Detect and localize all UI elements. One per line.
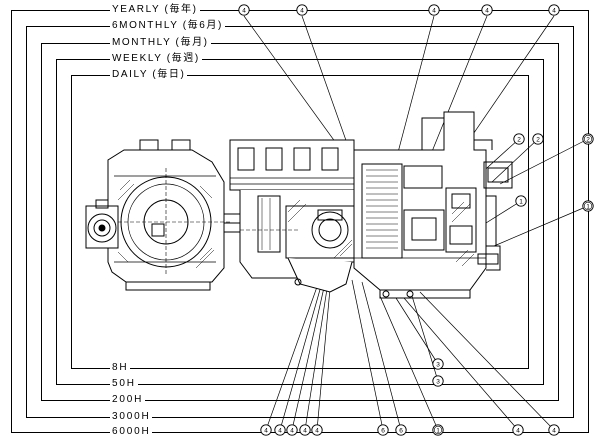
label-6000h: 6000H: [110, 426, 153, 437]
callout-number: 2: [517, 136, 521, 143]
callout-bottom-7: 1: [432, 424, 444, 436]
callout-number: 4: [516, 427, 520, 434]
callout-number: 6: [381, 427, 385, 434]
callout-bottom-2: 4: [286, 424, 298, 436]
callout-number: 4: [432, 7, 436, 14]
callout-number: 4: [303, 427, 307, 434]
callout-bottom-9: 4: [548, 424, 560, 436]
callout-number: 2: [536, 136, 540, 143]
callout-number: 1: [586, 203, 590, 210]
label-monthly: MONTHLY (毎月): [110, 37, 211, 48]
callout-bottom-0: 4: [260, 424, 272, 436]
callout-bottom-8: 4: [512, 424, 524, 436]
callout-right-2: 2: [582, 133, 594, 145]
label-3000h: 3000H: [110, 411, 153, 422]
label-6monthly: 6MONTHLY (毎6月): [110, 20, 225, 31]
callout-number: 4: [552, 7, 556, 14]
label-50h: 50H: [110, 378, 138, 389]
callout-right-lower-1: 3: [432, 375, 444, 387]
callouts-bottom: 4 4 4 4 4 6 6 1 4 4: [260, 424, 560, 436]
callout-right-1: 2: [532, 133, 544, 145]
label-weekly: WEEKLY (毎週): [110, 53, 202, 64]
label-daily: DAILY (毎日): [110, 69, 188, 80]
callout-number: 2: [586, 136, 590, 143]
callout-right-4: 1: [582, 200, 594, 212]
label-yearly: YEARLY (毎年): [110, 4, 200, 15]
callout-bottom-5: 6: [377, 424, 389, 436]
callout-bottom-4: 4: [311, 424, 323, 436]
callout-number: 4: [278, 427, 282, 434]
gear-teeth: [366, 169, 398, 249]
callout-number: 6: [399, 427, 403, 434]
callout-number: 4: [300, 7, 304, 14]
callout-top-3: 4: [481, 4, 493, 16]
callout-bottom-3: 4: [299, 424, 311, 436]
callout-number: 4: [552, 427, 556, 434]
label-8h: 8H: [110, 362, 131, 373]
machine-main-frame: [229, 139, 357, 293]
machine-gearbox: [353, 111, 513, 299]
callout-number: 4: [242, 7, 246, 14]
callout-top-2: 4: [428, 4, 440, 16]
frame-daily: [71, 75, 529, 369]
callouts-right: 2 2 2 1 1: [513, 133, 594, 212]
frame-monthly: [41, 43, 559, 401]
callouts-right-lower: 33: [432, 358, 444, 387]
frame-weekly: [56, 59, 544, 385]
callout-top-1: 4: [296, 4, 308, 16]
callout-top-0: 4: [238, 4, 250, 16]
hatch-gearbox: [451, 201, 475, 267]
machine-drum-assembly: [85, 139, 247, 291]
callout-right-lower-0: 3: [432, 358, 444, 370]
callout-number: 3: [436, 361, 440, 368]
label-200h: 200H: [110, 394, 146, 405]
callout-bottom-6: 6: [395, 424, 407, 436]
callout-number: 4: [315, 427, 319, 434]
callout-right-0: 2: [513, 133, 525, 145]
callout-number: 4: [290, 427, 294, 434]
frame-6monthly: [26, 26, 574, 418]
callout-number: 3: [436, 378, 440, 385]
callout-number: 4: [264, 427, 268, 434]
hatch-drum: [117, 179, 215, 269]
callouts-top: 4 4 4 4 4: [238, 4, 560, 16]
callout-right-3: 1: [515, 195, 527, 207]
callout-number: 1: [519, 198, 523, 205]
callout-bottom-1: 4: [274, 424, 286, 436]
callout-top-4: 4: [548, 4, 560, 16]
hatch-frame: [287, 199, 353, 259]
callout-number: 4: [485, 7, 489, 14]
callout-number: 1: [436, 427, 440, 434]
